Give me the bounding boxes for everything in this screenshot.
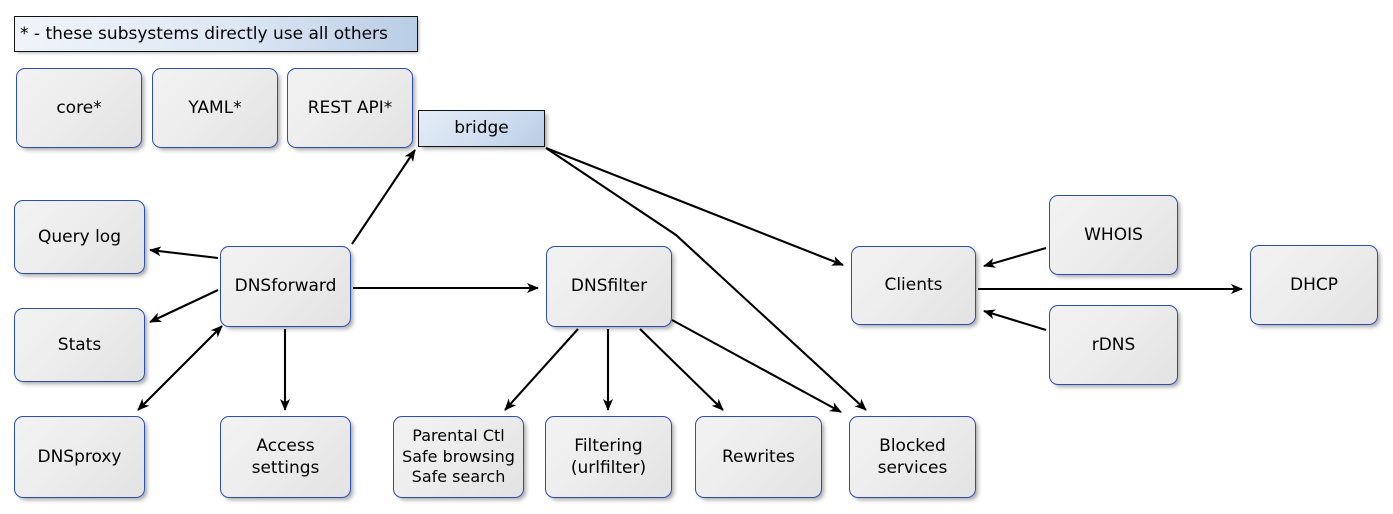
node-dnsproxy[interactable]: DNSproxy (14, 416, 145, 498)
edge-dnsforward-to-stats (149, 289, 219, 323)
node-blocked[interactable]: Blocked services (849, 416, 976, 498)
node-dnsfilter[interactable]: DNSfilter (546, 246, 672, 327)
node-yaml[interactable]: YAML* (152, 68, 278, 148)
node-label: Filtering (urlfilter) (570, 435, 647, 478)
node-label: Stats (57, 334, 102, 355)
edge-dnsforward-to-dnsproxy (137, 325, 223, 411)
node-rewrites[interactable]: Rewrites (695, 416, 822, 498)
node-label: REST API* (307, 97, 393, 118)
node-dnsforward[interactable]: DNSforward (220, 246, 351, 327)
legend-text: * - these subsystems directly use all ot… (20, 24, 388, 44)
node-rdns[interactable]: rDNS (1049, 305, 1178, 385)
node-label: DNSfilter (570, 276, 648, 297)
node-stats[interactable]: Stats (14, 308, 145, 382)
node-label: bridge (454, 118, 509, 139)
node-label: YAML* (188, 97, 242, 118)
node-label: Parental Ctl Safe browsing Safe search (402, 425, 515, 487)
edge-dnsforward-to-querylog (149, 246, 219, 260)
node-label: Clients (884, 275, 943, 296)
edge-dnsfilter-to-blocked (671, 319, 842, 413)
node-label: DHCP (1290, 274, 1338, 295)
node-label: Rewrites (721, 446, 796, 467)
edge-rdns-to-clients (983, 309, 1047, 332)
node-core[interactable]: core* (16, 68, 142, 148)
edge-dnsfilter-to-parental (504, 328, 579, 411)
node-label: WHOIS (1084, 224, 1143, 245)
node-clients[interactable]: Clients (851, 246, 976, 325)
node-label: Blocked services (877, 435, 948, 478)
node-dhcp[interactable]: DHCP (1250, 245, 1378, 325)
edge-dnsfilter-to-rewrites (639, 328, 724, 411)
node-parental[interactable]: Parental Ctl Safe browsing Safe search (393, 416, 524, 498)
node-label: core* (56, 97, 102, 118)
node-label: DNSforward (234, 276, 337, 297)
edge-whois-to-clients (983, 246, 1047, 268)
node-querylog[interactable]: Query log (14, 200, 145, 274)
node-whois[interactable]: WHOIS (1049, 195, 1178, 275)
node-label: rDNS (1091, 334, 1136, 355)
node-filtering[interactable]: Filtering (urlfilter) (545, 416, 672, 498)
edge-dnsforward-to-bridge (351, 149, 416, 245)
node-label: Access settings (251, 435, 320, 478)
node-label: DNSproxy (37, 446, 122, 467)
node-bridge[interactable]: bridge (418, 110, 545, 147)
legend-note: * - these subsystems directly use all ot… (14, 16, 418, 52)
node-restapi[interactable]: REST API* (287, 68, 413, 148)
node-access[interactable]: Access settings (220, 416, 351, 498)
node-label: Query log (38, 226, 121, 247)
